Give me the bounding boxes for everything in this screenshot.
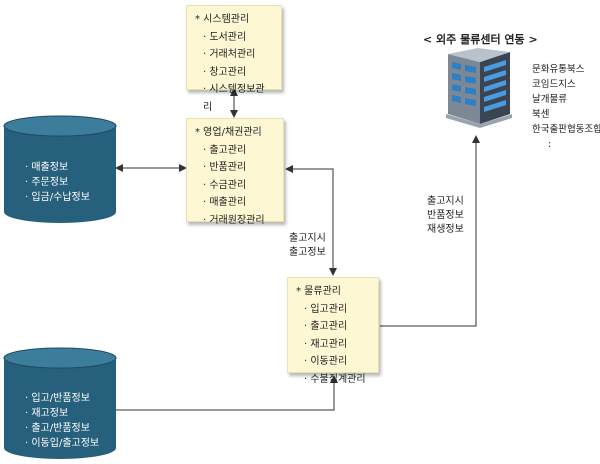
list-item: 거래처관리 xyxy=(203,46,273,64)
list-item: 시스템정보관리 xyxy=(203,81,273,116)
list-item: 한국출판협동조합 xyxy=(532,124,600,135)
edge-label-line: 출고지시 xyxy=(427,196,464,207)
list-item: 주문정보 xyxy=(25,175,90,190)
list-item: 문화유통북스 xyxy=(532,64,585,75)
list-item: 출고관리 xyxy=(304,318,370,336)
sales-database-cylinder: 매출정보 주문정보 입금/수납정보 xyxy=(3,115,117,225)
partner-list: 문화유통북스 코임드지스 날개물류 북센 한국출판협동조합 : xyxy=(532,62,600,152)
list-item: 매출관리 xyxy=(203,194,275,212)
list-item: 북센 xyxy=(532,109,550,120)
edge-label-line: 재생정보 xyxy=(427,224,464,235)
edge-label-sales-logistics: 출고지시 출고정보 xyxy=(289,232,326,260)
edge-label-line: 출고정보 xyxy=(289,247,326,258)
list-item: 수불집계관리 xyxy=(304,371,370,389)
list-item: 코임드지스 xyxy=(532,79,576,90)
list-item: 재고정보 xyxy=(25,406,99,421)
external-center-title: < 외주 물류센터 연동 > xyxy=(423,33,538,46)
list-item: 거래원장관리 xyxy=(203,212,275,230)
list-item: 이동관리 xyxy=(304,353,370,371)
list-item: 재고관리 xyxy=(304,336,370,354)
logistics-management-box: * 물류관리 입고관리 출고관리 재고관리 이동관리 수불집계관리 xyxy=(287,277,379,385)
list-item: : xyxy=(548,139,552,150)
edge-label-line: 출고지시 xyxy=(289,233,326,244)
edge-label-logistics-center: 출고지시 반품정보 재생정보 xyxy=(427,195,464,237)
sales-management-title: * 영업/채권관리 xyxy=(195,127,262,138)
list-item: 도서관리 xyxy=(203,29,273,47)
list-item: 수금관리 xyxy=(203,177,275,195)
sales-management-box: * 영업/채권관리 출고관리 반품관리 수금관리 매출관리 거래원장관리 xyxy=(186,118,284,226)
list-item: 출고/반품정보 xyxy=(25,421,99,436)
list-item: 반품관리 xyxy=(203,159,275,177)
list-item: 매출정보 xyxy=(25,160,90,175)
list-item: 입고관리 xyxy=(304,301,370,319)
logistics-database-cylinder: 입고/반품정보 재고정보 출고/반품정보 이동입/출고정보 xyxy=(3,347,117,460)
list-item: 창고관리 xyxy=(203,64,273,82)
list-item: 날개물류 xyxy=(532,94,567,105)
list-item: 입고/반품정보 xyxy=(25,391,99,406)
logistics-management-title: * 물류관리 xyxy=(296,286,341,297)
edge-label-line: 반품정보 xyxy=(427,210,464,221)
edge-sales-logistics xyxy=(285,165,337,276)
system-management-title: * 시스템관리 xyxy=(195,14,250,25)
edge-logistics-center xyxy=(380,135,480,327)
building-icon xyxy=(446,48,512,128)
system-management-box: * 시스템관리 도서관리 거래처관리 창고관리 시스템정보관리 xyxy=(186,5,282,113)
list-item: 입금/수납정보 xyxy=(25,190,90,205)
list-item: 이동입/출고정보 xyxy=(25,436,99,451)
list-item: 출고관리 xyxy=(203,142,275,160)
